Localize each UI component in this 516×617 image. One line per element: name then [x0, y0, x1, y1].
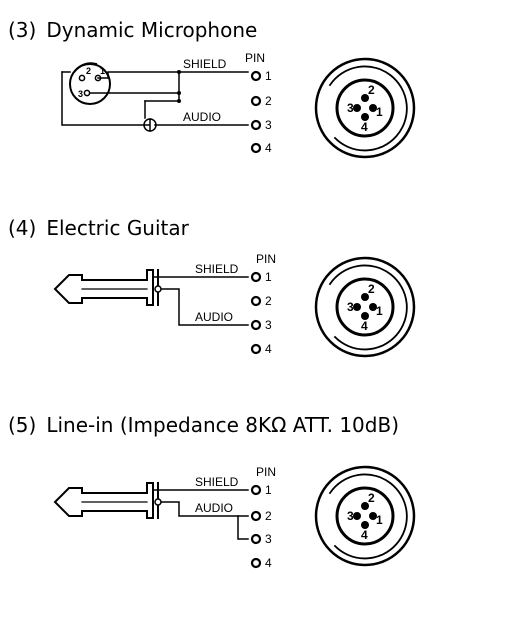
pin-number-3: 3 [265, 118, 272, 132]
connector-pin-1: 1 [376, 105, 383, 119]
section-5-title: (5) Line-in (Impedance 8KΩ ATT. 10dB) [8, 413, 399, 437]
pin-number-2: 2 [265, 94, 272, 108]
section-3-wiring: 2 1 3 SHIELD PIN AUDIO [61, 51, 416, 159]
connector-face-icon: 3 2 1 4 [314, 57, 416, 159]
connector-pin-3: 3 [347, 101, 354, 115]
pin-number-4: 4 [265, 342, 272, 356]
connector-face-icon: 3 2 1 4 [314, 256, 416, 358]
xlr-pin-label-1: 1 [100, 66, 105, 76]
pin-number-1: 1 [265, 483, 272, 497]
pin-number-1: 1 [265, 69, 272, 83]
ground-symbol-icon [143, 118, 157, 132]
section-4-number: (4) [8, 216, 37, 240]
pin-number-4: 4 [265, 556, 272, 570]
pin-number-3: 3 [265, 532, 272, 546]
audio-label: AUDIO [195, 501, 233, 515]
connector-pin-2: 2 [368, 491, 375, 505]
section-4-wiring: SHIELD PIN AUDIO 1 2 3 4 3 2 1 4 [53, 252, 416, 358]
pin-number-2: 2 [265, 509, 272, 523]
connector-pin-3: 3 [347, 509, 354, 523]
section-3-title-text: Dynamic Microphone [46, 18, 258, 42]
connector-pin-4: 4 [361, 528, 368, 542]
connector-pin-1: 1 [376, 304, 383, 318]
connector-pin-2: 2 [368, 83, 375, 97]
shield-label: SHIELD [195, 475, 239, 489]
pin-terminals: 1 2 3 4 [250, 270, 272, 356]
section-5-wiring: SHIELD PIN AUDIO 1 2 3 4 3 2 1 4 [53, 465, 416, 570]
xlr-pin-label-3: 3 [78, 89, 83, 99]
xlr-pin-3-dot [83, 89, 91, 97]
pin-number-3: 3 [265, 318, 272, 332]
section-3-wires [61, 71, 249, 126]
pin-terminals: 1 2 3 4 [250, 483, 272, 570]
guitar-jack-plug-icon [53, 269, 159, 306]
pin-number-2: 2 [265, 294, 272, 308]
pin-number-1: 1 [265, 270, 272, 284]
pin-terminals: 1 2 3 4 [250, 69, 272, 155]
connector-pin-2: 2 [368, 282, 375, 296]
connector-face-icon: 3 2 1 4 [314, 465, 416, 567]
section-3-number: (3) [8, 18, 37, 42]
shield-label: SHIELD [183, 57, 227, 71]
xlr-pin-2-dot [78, 74, 86, 82]
section-4-wires [152, 276, 249, 326]
section-3-title: (3) Dynamic Microphone [8, 18, 257, 42]
section-4-title: (4) Electric Guitar [8, 216, 189, 240]
connector-pin-4: 4 [361, 120, 368, 134]
section-5-number: (5) [8, 413, 37, 437]
connector-pin-1: 1 [376, 513, 383, 527]
audio-label: AUDIO [183, 110, 221, 124]
connector-pin-3: 3 [347, 300, 354, 314]
shield-label: SHIELD [195, 262, 239, 276]
pin-label: PIN [245, 51, 265, 65]
xlr-plug-icon: 2 1 3 [69, 62, 111, 105]
pin-label: PIN [256, 252, 276, 266]
section-5-wires [152, 489, 249, 540]
line-in-jack-plug-icon [53, 482, 159, 519]
pin-label: PIN [256, 465, 276, 479]
section-5-title-text: Line-in (Impedance 8KΩ ATT. 10dB) [46, 413, 399, 437]
section-4-title-text: Electric Guitar [46, 216, 189, 240]
xlr-pin-label-2: 2 [86, 66, 91, 76]
audio-label: AUDIO [195, 310, 233, 324]
pin-number-4: 4 [265, 141, 272, 155]
connector-pin-4: 4 [361, 319, 368, 333]
